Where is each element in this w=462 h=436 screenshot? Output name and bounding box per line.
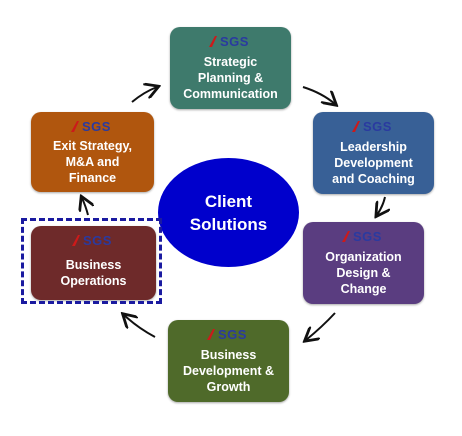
business-operations-box: SGS Business Operations bbox=[31, 226, 156, 300]
box-label-line: Finance bbox=[68, 171, 117, 185]
center-label-line-2: Solutions bbox=[189, 214, 268, 234]
client-solutions-ellipse: Client Solutions bbox=[158, 158, 299, 267]
box-label-line: and Coaching bbox=[332, 172, 415, 186]
box-label-line: Design & bbox=[336, 266, 391, 280]
box-label-line: Change bbox=[340, 282, 387, 296]
center-label-line-1: Client bbox=[204, 191, 253, 211]
sgs-logo-icon: SGS bbox=[31, 231, 156, 248]
organization-design-box: SGS Organization Design & Change bbox=[303, 222, 424, 304]
box-label-line: M&A and bbox=[65, 155, 120, 169]
arrow-leadership-to-organization bbox=[377, 196, 385, 215]
box-label-line: Organization bbox=[325, 250, 402, 264]
sgs-logo-icon: SGS bbox=[170, 32, 291, 49]
box-label-line: Business bbox=[65, 258, 122, 272]
exit-strategy-box: SGS Exit Strategy, M&A and Finance bbox=[31, 112, 154, 192]
arrow-organization-to-development bbox=[306, 312, 336, 340]
box-label-line: Development & bbox=[183, 364, 274, 378]
arrow-development-to-operations bbox=[124, 315, 156, 338]
box-label-line: Development bbox=[334, 156, 413, 170]
sgs-logo-icon: SGS bbox=[313, 117, 434, 134]
sgs-logo-icon: SGS bbox=[168, 325, 289, 342]
svg-text:SGS: SGS bbox=[82, 119, 111, 134]
box-label-line: Growth bbox=[206, 380, 251, 394]
strategic-planning-box: SGS Strategic Planning & Communication bbox=[170, 27, 291, 109]
sgs-logo-icon: SGS bbox=[303, 227, 424, 244]
arrow-exit-to-strategic bbox=[131, 87, 157, 103]
box-label-line: Business bbox=[200, 348, 257, 362]
svg-text:SGS: SGS bbox=[353, 229, 382, 244]
arrow-strategic-to-leadership bbox=[302, 86, 335, 104]
box-label-line: Exit Strategy, bbox=[53, 139, 132, 153]
sgs-logo-icon: SGS bbox=[31, 117, 154, 134]
box-label-line: Planning & bbox=[197, 71, 264, 85]
box-label-line: Operations bbox=[60, 274, 127, 288]
leadership-development-box: SGS Leadership Development and Coaching bbox=[313, 112, 434, 194]
box-label-line: Strategic bbox=[203, 55, 258, 69]
box-label-line: Leadership bbox=[340, 140, 407, 154]
box-label-line: Communication bbox=[183, 87, 278, 101]
svg-text:SGS: SGS bbox=[83, 233, 112, 248]
arrow-operations-to-exit bbox=[82, 198, 88, 216]
svg-text:SGS: SGS bbox=[220, 34, 249, 49]
svg-text:SGS: SGS bbox=[363, 119, 392, 134]
svg-text:SGS: SGS bbox=[218, 327, 247, 342]
business-development-box: SGS Business Development & Growth bbox=[168, 320, 289, 402]
